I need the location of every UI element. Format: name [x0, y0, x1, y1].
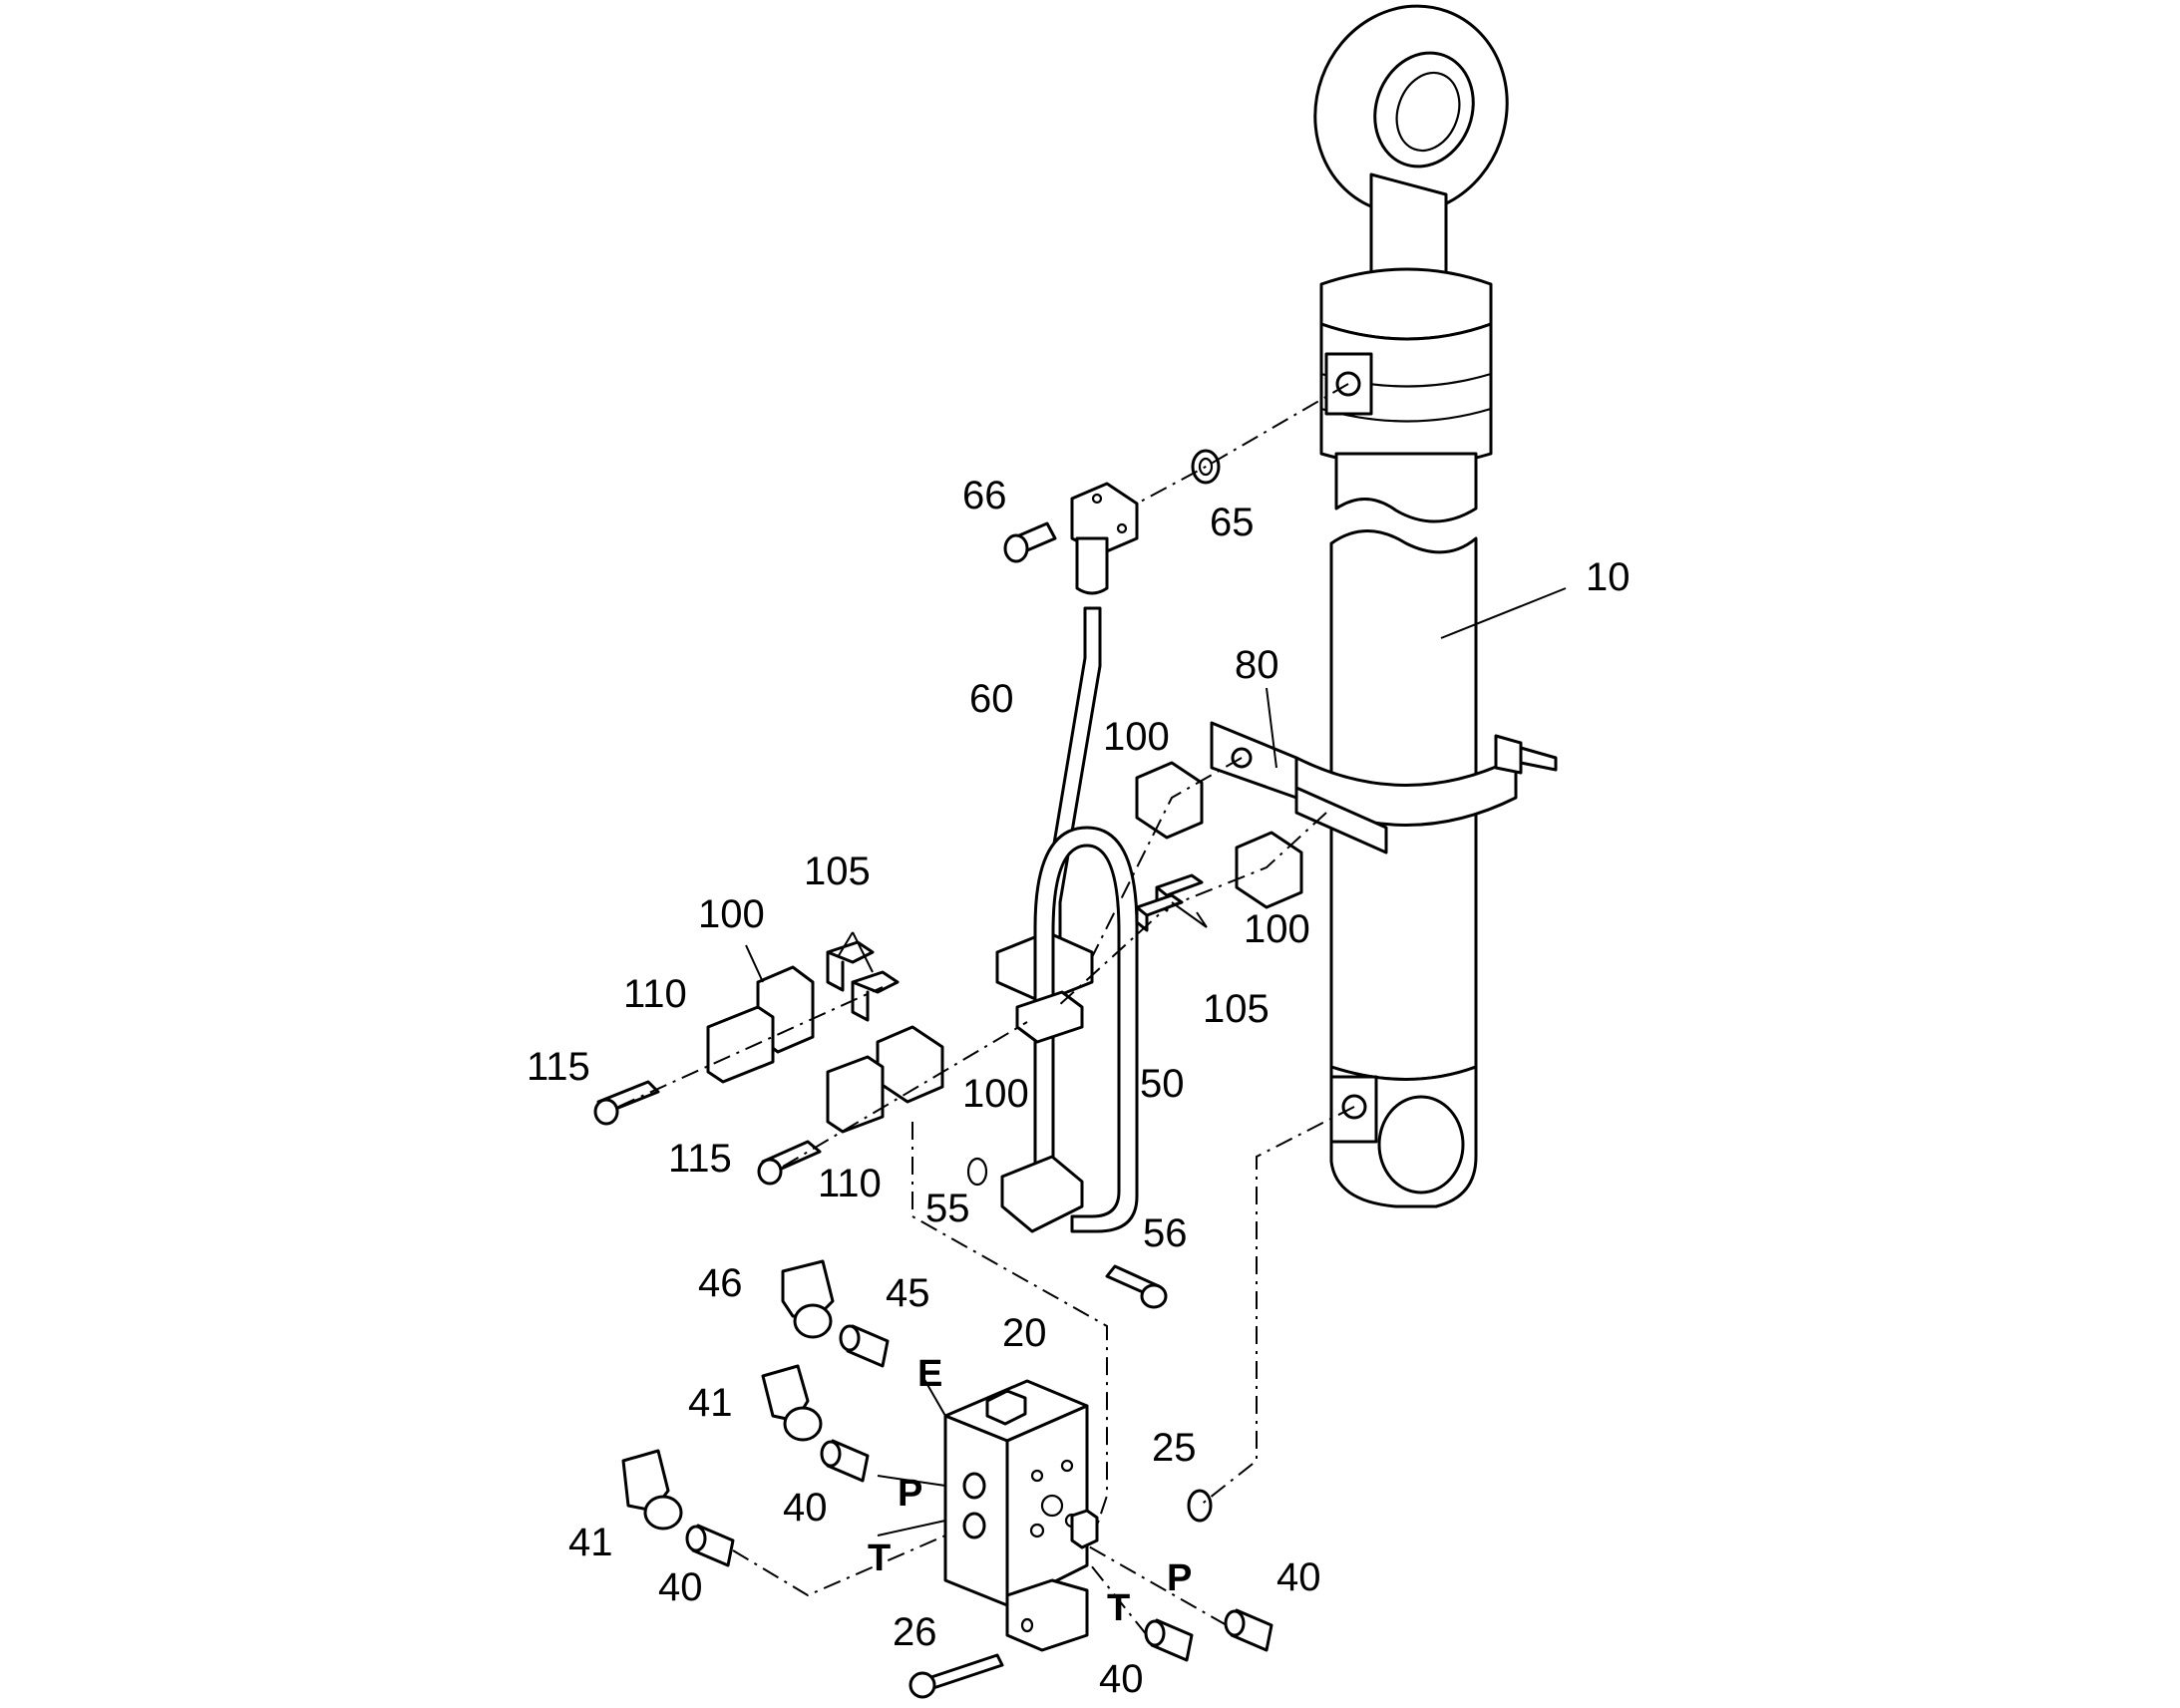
callout-80: 80	[1235, 643, 1279, 687]
callout-40: 40	[1276, 1555, 1321, 1599]
callout-56: 56	[1143, 1211, 1188, 1255]
callout-20: 20	[1002, 1311, 1047, 1355]
callout-10: 10	[1586, 555, 1631, 599]
callout-labels: 10 80 65 66 60 100 100 100 100 105 105 1…	[527, 474, 1631, 1701]
callout-66: 66	[962, 474, 1007, 517]
pipe-clamp-set-lower	[757, 1025, 944, 1186]
straight-fitting-40-lower-mid	[1144, 1618, 1194, 1662]
callout-105: 105	[804, 850, 871, 893]
callout-100: 100	[1103, 715, 1170, 759]
valve-block	[908, 1379, 1213, 1699]
straight-fitting-40-upper	[820, 1439, 870, 1483]
port-label-t: T	[868, 1537, 891, 1579]
straight-fitting-40-lower-right	[1224, 1608, 1273, 1652]
callout-40: 40	[1099, 1657, 1144, 1701]
callout-110: 110	[818, 1162, 882, 1205]
assembly-lines	[617, 383, 1355, 1636]
callout-60: 60	[969, 677, 1014, 721]
callout-41: 41	[688, 1381, 733, 1425]
straight-fitting-45	[839, 1324, 890, 1368]
port-label-e: E	[917, 1353, 942, 1395]
port-labels: E P T P T	[868, 1353, 1192, 1629]
callout-100: 100	[962, 1072, 1029, 1116]
elbow-fitting-46	[781, 1259, 835, 1339]
hydraulic-cylinder	[1210, 4, 1558, 1208]
callout-46: 46	[698, 1261, 743, 1305]
leader-lines	[745, 587, 1567, 1537]
callout-40: 40	[783, 1486, 828, 1530]
fittings	[621, 1259, 1273, 1662]
elbow-fitting-41-upper	[761, 1364, 823, 1442]
port-label-t: T	[1107, 1587, 1130, 1629]
port-label-p: P	[898, 1473, 922, 1515]
callout-100: 100	[1244, 907, 1310, 951]
callout-105: 105	[1203, 987, 1270, 1031]
callout-45: 45	[886, 1271, 930, 1315]
callout-115: 115	[527, 1045, 590, 1089]
callout-110: 110	[623, 972, 687, 1016]
callout-115: 115	[668, 1137, 732, 1181]
straight-fitting-40-lower-left	[685, 1524, 735, 1567]
callout-50: 50	[1140, 1062, 1185, 1106]
callout-41: 41	[568, 1521, 613, 1564]
callout-25: 25	[1152, 1426, 1197, 1470]
port-label-p: P	[1167, 1557, 1192, 1599]
callout-40: 40	[658, 1565, 703, 1609]
elbow-fitting-41-lower	[621, 1449, 683, 1531]
callout-55: 55	[925, 1187, 970, 1230]
callout-100: 100	[698, 892, 765, 936]
pipe-50-assembly	[966, 826, 1168, 1309]
callout-26: 26	[893, 1610, 937, 1654]
callout-65: 65	[1210, 501, 1255, 544]
